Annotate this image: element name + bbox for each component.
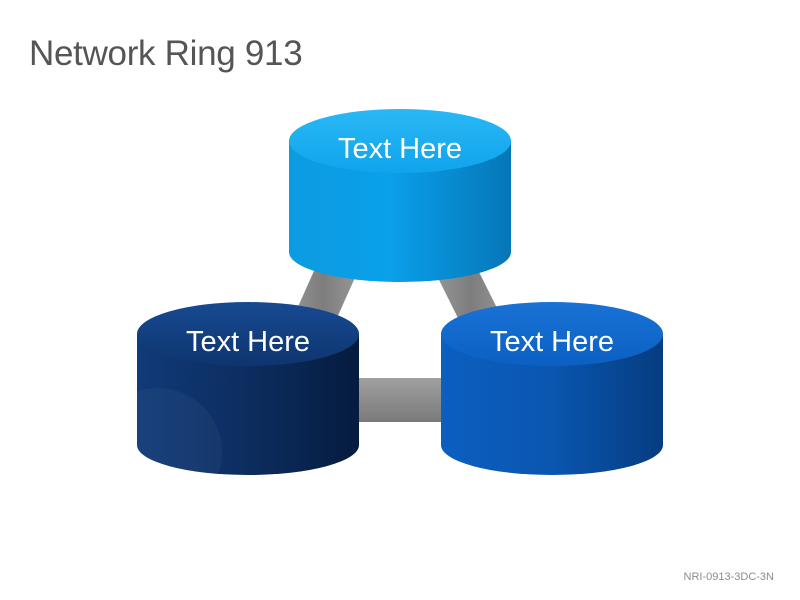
slide-title: Network Ring 913 xyxy=(29,34,303,73)
node-right: Text Here xyxy=(441,302,663,475)
node-left: Text Here xyxy=(94,302,359,516)
node-left-body xyxy=(137,334,359,475)
node-top: Text Here xyxy=(289,109,511,282)
node-right-body xyxy=(441,334,663,475)
connector-bottom xyxy=(350,378,452,422)
node-top-cap xyxy=(289,109,511,173)
node-top-label: Text Here xyxy=(338,133,462,165)
node-top-body xyxy=(289,141,511,282)
node-right-label: Text Here xyxy=(490,326,614,358)
node-left-label: Text Here xyxy=(186,326,310,358)
node-left-cap xyxy=(137,302,359,366)
node-right-cap xyxy=(441,302,663,366)
footer-code: NRI-0913-3DC-3N xyxy=(683,571,774,583)
